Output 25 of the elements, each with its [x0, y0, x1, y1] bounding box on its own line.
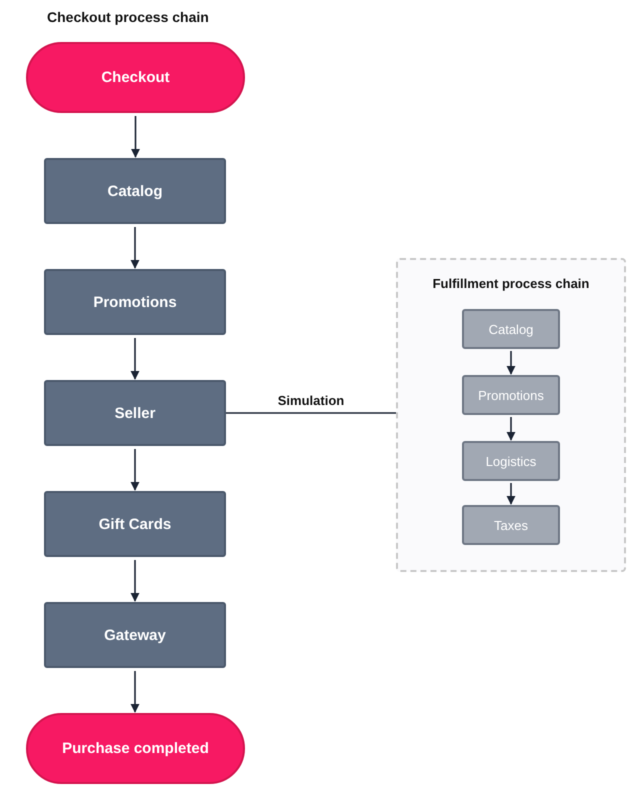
edge-label: Simulation	[276, 393, 346, 408]
arrow	[506, 417, 516, 441]
arrow	[130, 227, 140, 269]
arrow	[506, 351, 516, 375]
terminal-pill: Purchase completed	[26, 713, 245, 784]
group-container	[396, 258, 626, 572]
process-box: Promotions	[44, 269, 226, 335]
connector-line	[226, 412, 396, 414]
arrow	[130, 671, 140, 713]
arrow	[130, 449, 140, 491]
group-heading: Fulfillment process chain	[432, 276, 590, 291]
diagram-title: Checkout process chain	[47, 9, 209, 25]
process-box: Promotions	[462, 375, 560, 415]
arrow	[506, 483, 516, 505]
process-box: Gateway	[44, 602, 226, 668]
arrow	[130, 560, 140, 602]
process-box: Catalog	[462, 309, 560, 349]
process-box: Seller	[44, 380, 226, 446]
process-box: Taxes	[462, 505, 560, 545]
process-box: Gift Cards	[44, 491, 226, 557]
arrow	[130, 338, 140, 380]
process-box: Logistics	[462, 441, 560, 481]
arrow	[131, 116, 140, 158]
process-box: Catalog	[44, 158, 226, 224]
terminal-pill: Checkout	[26, 42, 245, 113]
